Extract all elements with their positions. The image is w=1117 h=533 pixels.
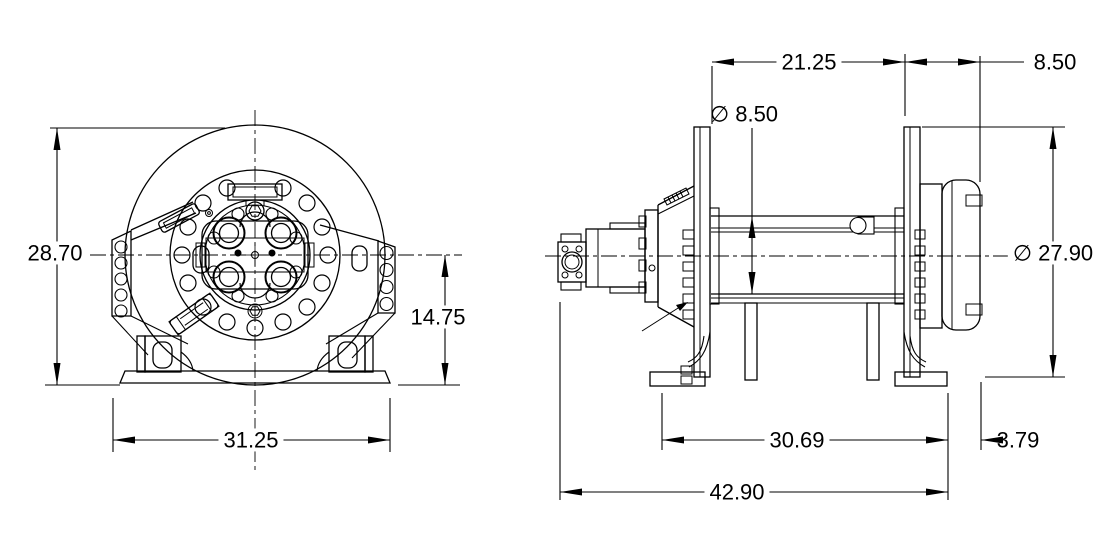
drum-flange-circle	[124, 124, 386, 386]
oil-plug	[849, 216, 875, 235]
lifting-lug	[227, 183, 283, 221]
side-view	[545, 126, 1008, 387]
left-flange-bolts	[680, 229, 695, 385]
dim-flange-to-end: 8.50	[1033, 49, 1077, 75]
outer-bolt-ring	[173, 179, 337, 337]
dim-foot-span: 30.69	[764, 428, 830, 452]
front-right-foot	[316, 335, 374, 373]
dim-base-width: 31.25	[218, 428, 284, 452]
left-side-plate	[111, 201, 210, 356]
dim-overall-length: 42.90	[704, 480, 770, 504]
front-dimensions	[45, 127, 460, 452]
bottom-bolt	[247, 303, 263, 319]
front-view	[90, 110, 462, 470]
drum-core-circle	[169, 169, 341, 341]
dim-overall-height: 28.70	[22, 241, 88, 265]
left-drum-flange	[680, 126, 720, 385]
dim-drum-length: 21.25	[776, 50, 842, 74]
front-left-foot	[136, 335, 194, 373]
bleed-handle-lower	[168, 292, 220, 336]
gear-housing	[638, 185, 695, 332]
motor-mount-cluster	[195, 209, 315, 299]
dim-flange-diameter: ∅ 27.90	[1007, 241, 1099, 265]
side-right-foot	[866, 302, 948, 387]
dim-end-offset: 3.79	[996, 427, 1040, 453]
front-base-bar	[119, 370, 391, 384]
vent-hatch	[663, 187, 690, 206]
brake-housing	[919, 179, 983, 331]
dim-centerline-height: 14.75	[405, 305, 471, 329]
dim-drum-core-diameter: ∅ 8.50	[709, 101, 779, 127]
drum-barrel	[711, 215, 904, 304]
side-left-foot	[649, 302, 758, 387]
front-centerlines	[90, 110, 462, 470]
hydraulic-motor	[557, 222, 646, 294]
